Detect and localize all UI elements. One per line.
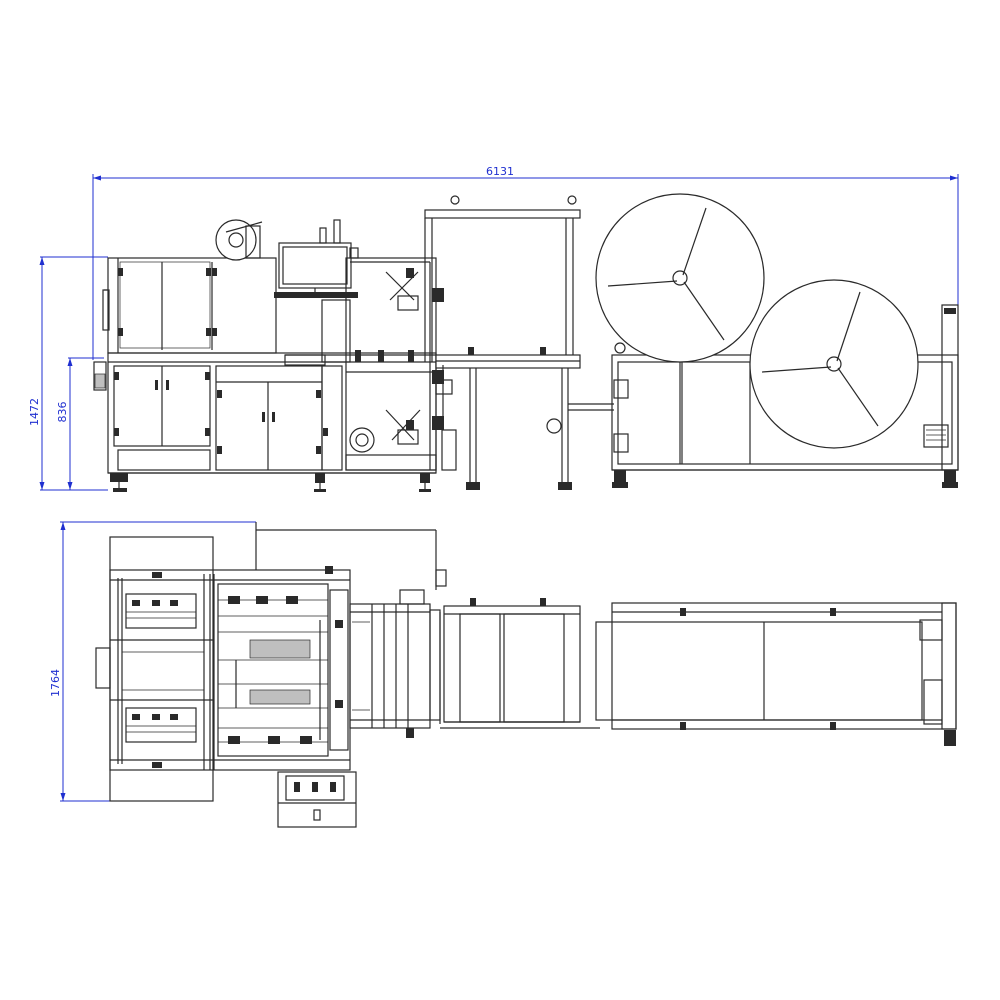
unwind-stand (611, 304, 959, 488)
dimension-width: 1764 (49, 521, 256, 802)
wrapping-unit (284, 257, 444, 471)
height-dimension-label: 1472 (28, 398, 41, 426)
dimension-length: 6131 (92, 165, 959, 360)
plan-unwind-stand (595, 602, 957, 746)
plan-main-machine (95, 522, 437, 802)
hmi-screen (274, 219, 359, 298)
table-height-dimension-label: 836 (56, 402, 69, 423)
infeed-conveyor (424, 195, 614, 490)
film-reel-left (595, 193, 765, 363)
dimension-height: 1472 (28, 256, 108, 491)
front-elevation (93, 193, 959, 492)
film-reel-right (749, 279, 919, 449)
width-dimension-label: 1764 (49, 669, 62, 697)
length-dimension-label: 6131 (486, 165, 514, 178)
dimension-table-height: 836 (56, 357, 104, 490)
plan-wrap-section (349, 569, 447, 738)
plan-view (95, 522, 957, 828)
plan-infeed-conveyor (440, 598, 600, 729)
label-reel (215, 219, 263, 261)
main-cabinet (93, 257, 437, 474)
plan-drive-box (277, 771, 357, 828)
main-feet (108, 472, 436, 492)
